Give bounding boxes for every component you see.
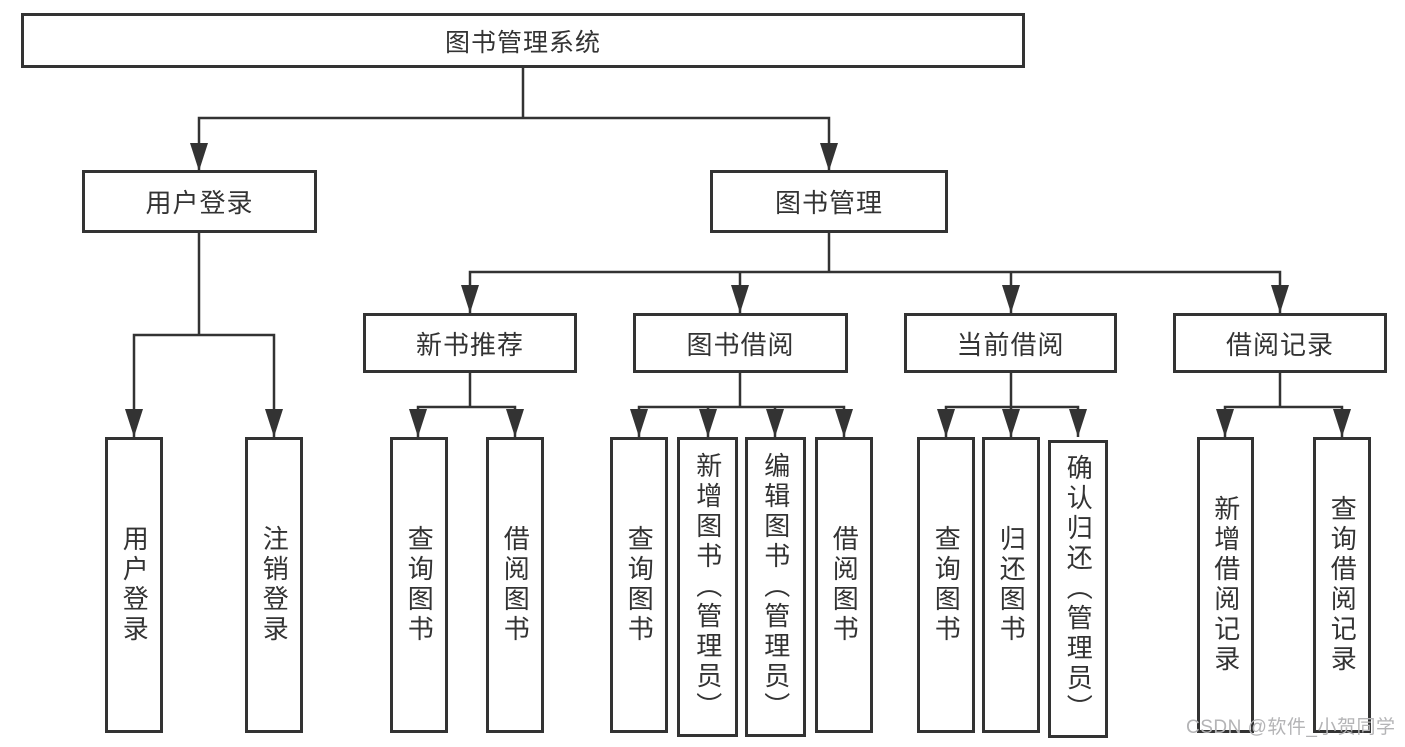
arrowheads <box>125 143 1351 437</box>
arrow-down-icon <box>1002 409 1020 437</box>
leaf-logout-login: 注销登录 <box>245 437 303 733</box>
arrow-down-icon <box>125 409 143 437</box>
box-borrowing-records: 借阅记录 <box>1173 313 1387 373</box>
arrow-down-icon <box>1216 409 1234 437</box>
arrow-down-icon <box>1271 285 1289 313</box>
box-current-borrowing: 当前借阅 <box>904 313 1117 373</box>
leaf-query-books-current: 查询图书 <box>917 437 975 733</box>
leaf-query-books-borrowing: 查询图书 <box>610 437 668 733</box>
arrow-down-icon <box>409 409 427 437</box>
box-root-system: 图书管理系统 <box>21 13 1025 68</box>
arrow-down-icon <box>766 409 784 437</box>
leaf-add-books-admin: 新增图书（管理员） <box>677 437 738 737</box>
arrow-down-icon <box>461 285 479 313</box>
arrow-down-icon <box>265 409 283 437</box>
connector-lines <box>132 68 1344 437</box>
arrow-down-icon <box>820 143 838 171</box>
leaf-confirm-return-admin: 确认归还（管理员） <box>1048 440 1108 738</box>
box-user-login-branch: 用户登录 <box>82 170 317 233</box>
box-book-management-branch: 图书管理 <box>710 170 948 233</box>
csdn-watermark: CSDN @软件_小贺同学 <box>1186 717 1396 738</box>
arrow-down-icon <box>630 409 648 437</box>
box-new-book-recommend: 新书推荐 <box>363 313 577 373</box>
arrow-down-icon <box>699 409 717 437</box>
arrow-down-icon <box>1069 409 1087 437</box>
arrow-down-icon <box>1002 285 1020 313</box>
arrow-down-icon <box>731 285 749 313</box>
leaf-return-books: 归还图书 <box>982 437 1040 733</box>
leaf-borrow-books-recommend: 借阅图书 <box>486 437 544 733</box>
arrow-down-icon <box>1333 409 1351 437</box>
box-book-borrowing: 图书借阅 <box>633 313 848 373</box>
arrow-down-icon <box>835 409 853 437</box>
arrow-down-icon <box>937 409 955 437</box>
arrow-down-icon <box>506 409 524 437</box>
leaf-query-books-recommend: 查询图书 <box>390 437 448 733</box>
leaf-add-borrow-record: 新增借阅记录 <box>1197 437 1254 733</box>
leaf-query-borrow-record: 查询借阅记录 <box>1313 437 1371 733</box>
arrow-down-icon <box>190 143 208 171</box>
leaf-edit-books-admin: 编辑图书（管理员） <box>745 437 806 737</box>
leaf-borrow-books-borrowing: 借阅图书 <box>815 437 873 733</box>
leaf-user-login: 用户登录 <box>105 437 163 733</box>
